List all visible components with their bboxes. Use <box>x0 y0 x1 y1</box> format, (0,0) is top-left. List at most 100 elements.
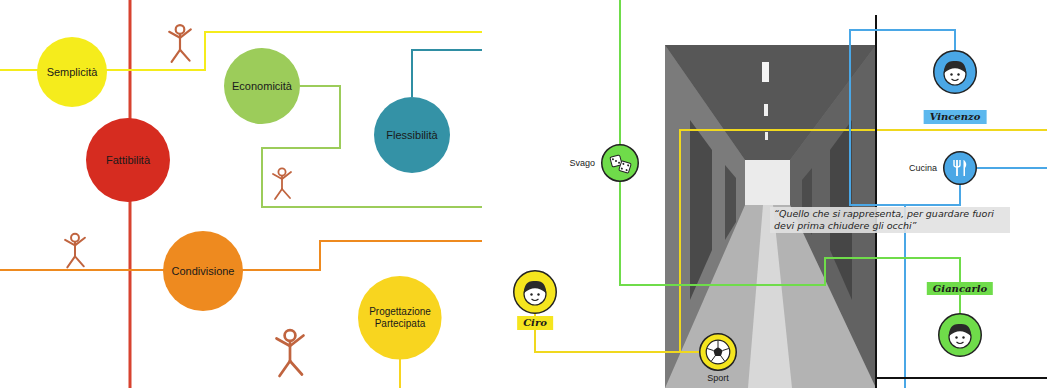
die-dot <box>612 158 614 160</box>
face-icon <box>524 281 546 305</box>
die-face <box>610 155 622 167</box>
character-circle: Giancarlo <box>938 313 982 357</box>
circle-shape <box>37 37 107 107</box>
green-line <box>262 86 482 207</box>
face-mouth <box>532 299 539 301</box>
circle-shape <box>939 314 982 357</box>
corridor-photo <box>665 45 876 388</box>
face-hair <box>944 61 966 73</box>
face-eye <box>537 293 539 295</box>
face-eye <box>962 336 964 338</box>
corridor-photo <box>748 205 792 388</box>
yellow-line <box>680 130 1047 352</box>
ball-icon <box>706 340 730 364</box>
die-face <box>619 161 632 174</box>
yellow-line <box>399 358 401 388</box>
circle-shape <box>514 271 557 314</box>
black-frame-line <box>876 377 1047 379</box>
concept-label: Condivisione <box>172 265 235 278</box>
face-head <box>944 63 966 85</box>
ball-seam <box>721 356 725 361</box>
die-dot <box>625 169 628 172</box>
stick-figures <box>65 25 303 376</box>
concept-label: Flessibilità <box>386 129 437 142</box>
concept-circle: Economicità <box>224 48 300 124</box>
concept-circle: Condivisione <box>163 231 243 311</box>
ball <box>706 340 730 364</box>
character-circle: Vincenzo <box>933 50 977 94</box>
circle-shape <box>163 231 243 311</box>
stick-figure <box>273 168 291 199</box>
orange-line <box>0 241 482 270</box>
fork-icon <box>954 160 966 176</box>
red-line <box>129 0 132 388</box>
quote-note: “Quello che si rappresenta, per guardare… <box>770 207 1010 233</box>
circle-outline <box>933 50 977 94</box>
character-name: Giancarlo <box>927 282 993 296</box>
face-icon <box>949 324 971 348</box>
ball-patch <box>713 347 722 356</box>
dice-icon <box>610 155 631 173</box>
die-dot <box>621 167 624 170</box>
circle-shape <box>86 118 170 202</box>
face-eye <box>957 73 959 75</box>
teal-line <box>412 50 482 97</box>
circle-outline <box>601 144 639 182</box>
right-panel-lines <box>620 0 1047 388</box>
activity-label: Cucina <box>909 163 937 173</box>
character-name: Ciro <box>517 316 553 330</box>
circle-shape <box>224 48 300 124</box>
character-circle: Ciro <box>513 270 557 314</box>
circle-shape <box>374 97 450 173</box>
blue-line <box>904 205 906 388</box>
face-head <box>524 283 546 305</box>
connector-line <box>850 30 960 205</box>
corridor-photo <box>762 62 769 82</box>
corridor-photo <box>665 45 876 388</box>
face-eye <box>955 336 957 338</box>
die <box>619 161 632 174</box>
activity-circle: Cucina <box>943 151 977 185</box>
black-frame-line <box>875 15 877 388</box>
face-eye <box>950 73 952 75</box>
circle-outline <box>358 276 442 360</box>
face-hair <box>524 281 546 293</box>
face-mouth <box>957 342 964 344</box>
circle-shape <box>358 276 442 360</box>
left-panel-lines <box>0 0 482 388</box>
stick-figure <box>277 330 304 376</box>
connector-line <box>535 313 700 352</box>
circle-outline <box>943 151 977 185</box>
face-eye <box>530 293 532 295</box>
corridor-photo <box>765 132 768 140</box>
circle-outline <box>86 118 170 202</box>
concept-label: Economicità <box>232 80 292 93</box>
circle-outline <box>163 231 243 311</box>
corridor-photo <box>802 168 812 235</box>
die <box>610 155 622 167</box>
face-hair <box>949 324 971 336</box>
face-mouth <box>952 79 959 81</box>
concept-label: Semplicità <box>47 66 98 79</box>
fork-prongs <box>954 160 960 167</box>
circle-outline <box>699 333 737 371</box>
concept-circle: Fattibilità <box>86 118 170 202</box>
circle-outline <box>938 313 982 357</box>
concept-label: Progettazione Partecipata <box>364 306 436 329</box>
stick-figure <box>169 25 191 62</box>
activity-circle: Svago <box>601 144 639 182</box>
die-dot <box>622 163 625 166</box>
circle-shape <box>700 334 737 371</box>
concept-label: Fattibilità <box>106 154 150 167</box>
corridor-photo <box>745 160 790 205</box>
knife <box>964 160 967 176</box>
circle-outline <box>513 270 557 314</box>
activity-label: Sport <box>707 373 729 383</box>
circle-outline <box>374 97 450 173</box>
fork-handle <box>956 160 958 176</box>
ball-seam <box>711 356 715 361</box>
character-name: Vincenzo <box>924 110 987 124</box>
